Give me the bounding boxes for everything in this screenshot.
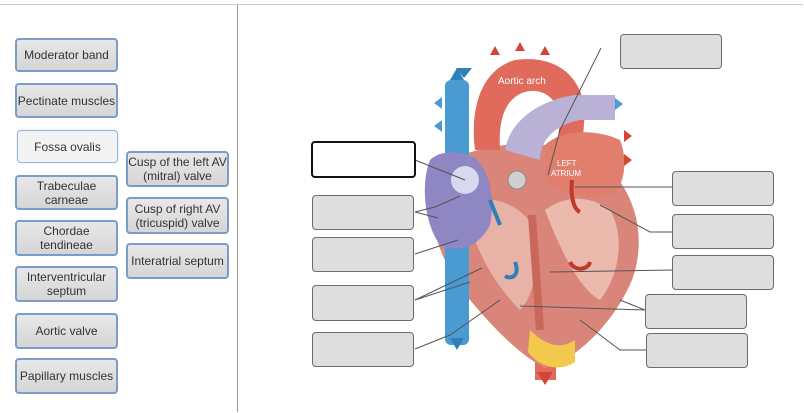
drop-target-right-1[interactable] <box>620 34 722 69</box>
chip-label: Moderator band <box>24 48 109 62</box>
flow-arrow-small <box>434 97 442 109</box>
chip-cusp-left-av-valve[interactable]: Cusp of the left AV (mitral) valve <box>126 151 229 187</box>
flow-arrow-small <box>615 98 623 110</box>
flow-arrow-la <box>569 179 582 214</box>
chip-papillary-muscles[interactable]: Papillary muscles <box>15 358 118 394</box>
drop-target-left-5[interactable] <box>312 332 414 367</box>
leader-lines <box>414 47 673 351</box>
flow-arrow-up <box>450 68 464 80</box>
flow-arrow-down <box>537 372 553 385</box>
exercise-frame <box>0 4 803 413</box>
drop-target-left-2[interactable] <box>312 195 414 230</box>
chip-label: Interventricular septum <box>26 270 107 298</box>
leader-line <box>414 299 501 350</box>
flow-arrow-ra <box>488 199 502 226</box>
chip-chordae-tendineae[interactable]: Chordae tendineae <box>15 220 118 256</box>
leader-line <box>414 159 466 181</box>
left-ventricle-chamber <box>545 198 619 300</box>
drop-target-left-1[interactable] <box>311 141 416 178</box>
flow-arrow-small <box>540 46 550 55</box>
drop-target-left-3[interactable] <box>312 237 414 272</box>
chip-label: Aortic valve <box>35 324 98 338</box>
chip-label: Interatrial septum <box>131 254 224 268</box>
drop-target-left-4[interactable] <box>312 285 414 321</box>
flow-arrow-small <box>624 130 632 142</box>
flow-arrow-small <box>515 42 525 51</box>
chip-label: Cusp of right AV (tricuspid) valve <box>134 201 221 230</box>
left-atrium <box>545 132 625 197</box>
chip-interventricular-septum[interactable]: Interventricular septum <box>15 266 118 302</box>
aortic-arch-label: Aortic arch <box>498 76 546 87</box>
leader-line <box>414 211 439 219</box>
septum <box>528 214 544 331</box>
leader-line <box>547 47 602 176</box>
leader-line <box>414 281 471 301</box>
leader-line <box>619 299 646 311</box>
drop-target-right-4[interactable] <box>672 255 774 290</box>
chip-interatrial-septum[interactable]: Interatrial septum <box>126 243 229 279</box>
leader-line <box>579 319 646 351</box>
apex-fat <box>528 330 575 368</box>
chip-cusp-right-av-valve[interactable]: Cusp of right AV (tricuspid) valve <box>126 197 229 234</box>
right-atrium <box>424 152 492 249</box>
leader-line <box>519 305 646 311</box>
drop-target-right-6[interactable] <box>646 333 748 368</box>
leader-line <box>599 204 672 233</box>
aortic-arch <box>473 59 585 180</box>
drop-target-right-5[interactable] <box>645 294 747 329</box>
chip-label: Trabeculae carneae <box>36 178 97 207</box>
leader-line <box>549 269 673 273</box>
chip-aortic-valve[interactable]: Aortic valve <box>15 313 118 349</box>
leader-line <box>414 239 459 255</box>
chip-trabeculae-carneae[interactable]: Trabeculae carneae <box>15 175 118 210</box>
drop-target-right-3[interactable] <box>672 214 774 249</box>
chip-pectinate-muscles[interactable]: Pectinate muscles <box>15 83 118 118</box>
chip-label: Papillary muscles <box>19 369 114 383</box>
flow-arrow-small <box>434 120 442 132</box>
chip-label: Chordae tendineae <box>40 224 93 252</box>
chip-label: Cusp of the left AV (mitral) valve <box>128 155 227 183</box>
flow-arrow-in <box>450 338 464 350</box>
flow-arrow-rv <box>504 261 519 280</box>
flow-arrow-small <box>456 68 472 78</box>
chip-moderator-band[interactable]: Moderator band <box>15 38 118 72</box>
left-atrium-label: LEFT <box>557 159 577 168</box>
left-atrium-label: ATRIUM <box>551 169 581 178</box>
chip-label: Fossa ovalis <box>34 139 101 154</box>
panel-divider <box>237 5 238 412</box>
chip-label: Pectinate muscles <box>17 93 116 108</box>
chip-fossa-ovalis[interactable]: Fossa ovalis <box>17 130 118 163</box>
leader-line <box>414 195 461 213</box>
flow-arrow-small <box>490 46 500 55</box>
leader-line <box>414 267 483 301</box>
flow-arrow-small <box>624 154 632 166</box>
aortic-valve-ring <box>507 170 527 190</box>
flow-arrow-lv <box>568 260 592 271</box>
pulmonary-trunk <box>505 95 615 160</box>
drop-target-right-2[interactable] <box>672 171 774 206</box>
